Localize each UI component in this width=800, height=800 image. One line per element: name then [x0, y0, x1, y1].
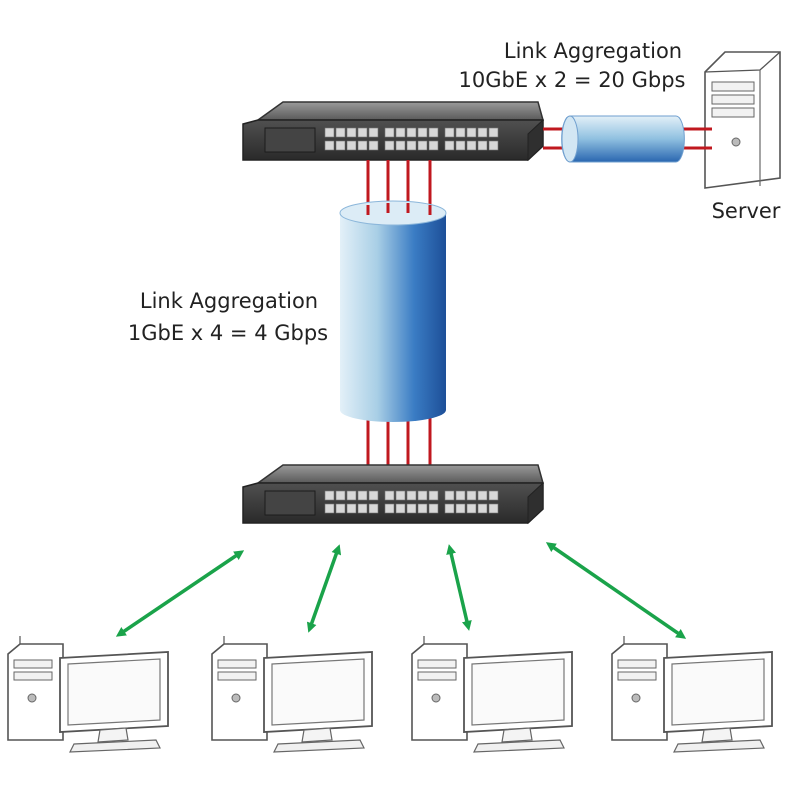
- bottom-switch: [242, 464, 544, 524]
- client-links: [115, 542, 687, 639]
- mid-aggregation-detail: 1GbE x 4 = 4 Gbps: [128, 321, 328, 345]
- server-label: Server: [712, 199, 781, 223]
- top-aggregation-detail: 10GbE x 2 = 20 Gbps: [459, 68, 686, 92]
- arrow-pc-2: [306, 544, 342, 633]
- top-switch: [242, 101, 544, 161]
- mid-aggregation-title: Link Aggregation: [140, 289, 318, 313]
- switch-to-switch-aggregation: [339, 160, 447, 466]
- arrow-pc-1: [115, 550, 245, 637]
- top-to-server-aggregation: [543, 115, 712, 163]
- top-aggregation-title: Link Aggregation: [504, 39, 682, 63]
- pc-2: [211, 635, 373, 753]
- pc-4: [611, 635, 773, 753]
- server: [704, 51, 781, 189]
- arrow-pc-3: [446, 544, 472, 631]
- pc-1: [7, 635, 169, 753]
- pc-3: [411, 635, 573, 753]
- arrow-pc-4: [545, 542, 687, 639]
